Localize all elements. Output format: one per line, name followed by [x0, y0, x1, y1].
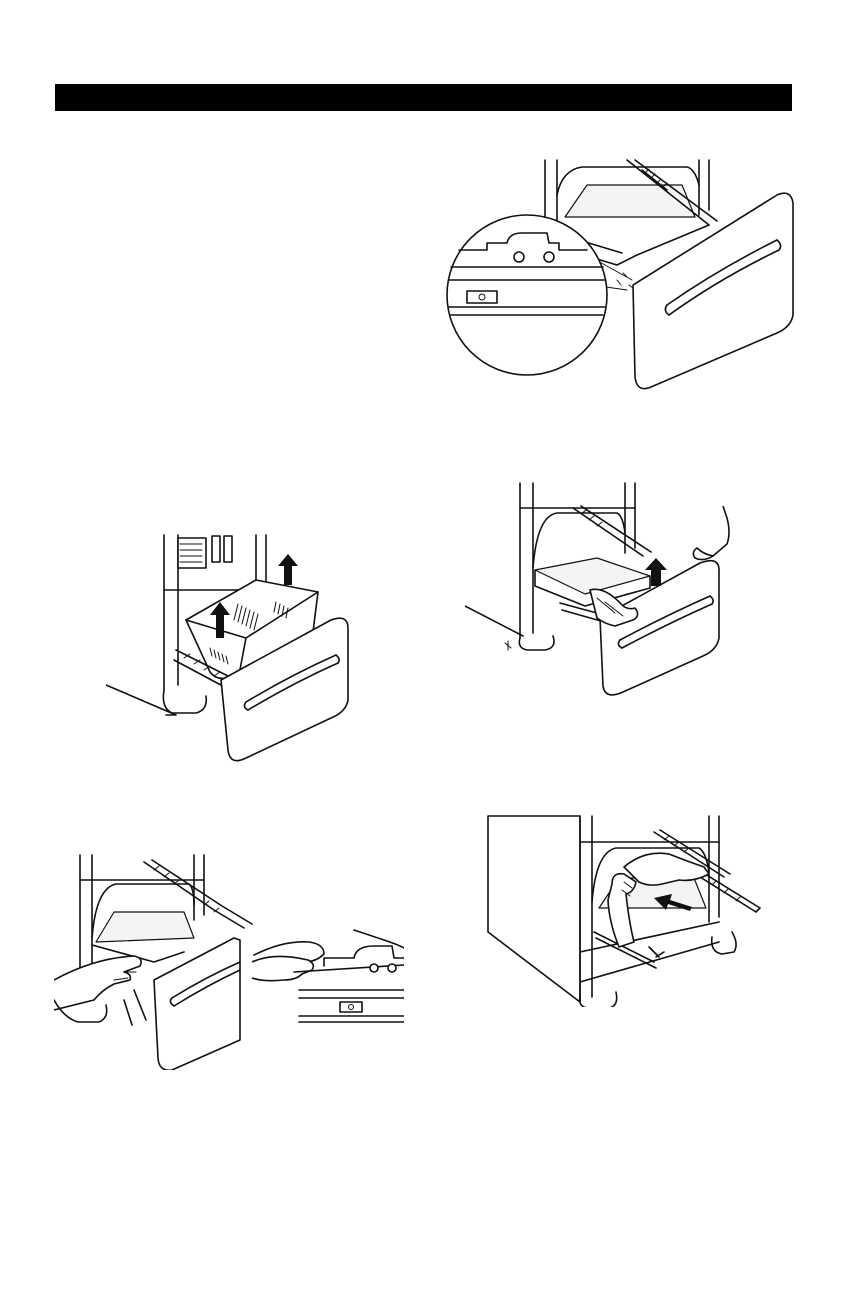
push-rails-in-illustration: [484, 812, 764, 1007]
section-header-bar: [55, 84, 792, 111]
lift-drawer-off-illustration: [465, 478, 743, 698]
press-rail-clip-illustration: [54, 850, 404, 1070]
rail-stopper-detail-illustration: [437, 155, 797, 395]
remove-basket-illustration: [106, 530, 368, 770]
